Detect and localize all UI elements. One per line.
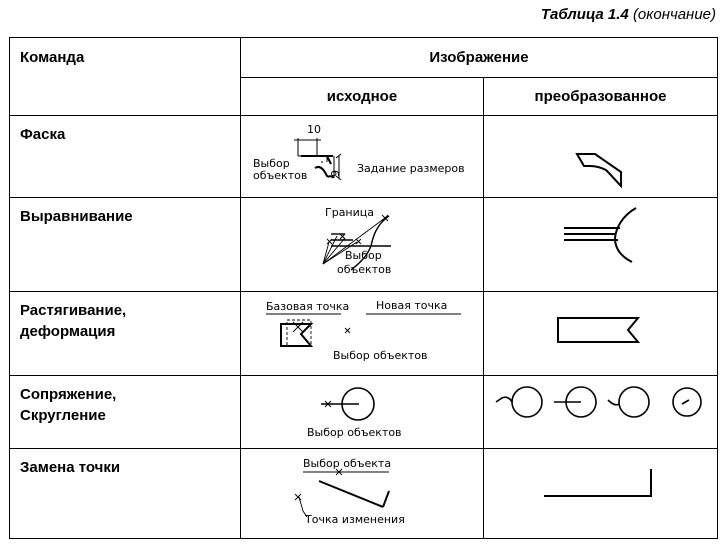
table-row: Растягивание, деформация Базовая точка Н… (9, 291, 718, 376)
source-image-replace: Выбор объекта Точка изменения (240, 448, 484, 539)
table-caption: Таблица 1.4 (окончание) (541, 6, 716, 23)
command-label: Замена точки (20, 459, 121, 476)
source-image-stretch: Базовая точка Новая точка Выбор объектов (240, 291, 484, 376)
result-image-stretch (483, 291, 718, 376)
dim-label: 10 (307, 123, 321, 136)
sizes-label: Задание размеров (357, 162, 465, 175)
header-command: Команда (9, 37, 241, 116)
result-image-chamfer (483, 115, 718, 198)
table-row: Замена точки Выбор объекта Точка изменен… (9, 448, 718, 539)
command-label-2: деформация (20, 323, 116, 340)
command-label-1: Растягивание, (20, 302, 127, 319)
dim2-label: 6 (328, 170, 341, 177)
command-label: Выравнивание (20, 208, 133, 225)
commands-table: Команда Изображение исходное преобразова… (9, 37, 718, 539)
table-row: Фаска 10 6 Выбор (9, 115, 718, 198)
source-image-chamfer: 10 6 Выбор объектов Задание размеров (240, 115, 484, 198)
command-align: Выравнивание (9, 197, 241, 292)
source-image-align: Граница Выбор объектов (240, 197, 484, 292)
change-label: Точка изменения (304, 513, 405, 526)
header-image: Изображение (240, 37, 718, 78)
select-label: Выбор объектов (333, 349, 428, 362)
result-image-fillet (483, 375, 718, 449)
select-label-1: Выбор (253, 157, 290, 170)
table-row: Выравнивание (9, 197, 718, 292)
command-stretch: Растягивание, деформация (9, 291, 241, 376)
boundary-label: Граница (325, 206, 374, 219)
caption-note: (окончание) (632, 6, 716, 23)
select-label: Выбор объекта (303, 457, 391, 470)
table-row: Сопряжение, Скругление Выбор объектов (9, 375, 718, 449)
command-label: Фаска (20, 126, 66, 143)
base-point-label: Базовая точка (266, 300, 349, 313)
result-image-replace (483, 448, 718, 539)
select-label-2: объектов (253, 169, 307, 182)
select-label: Выбор объектов (307, 426, 402, 439)
select-label-2: объектов (337, 263, 391, 276)
caption-title: Таблица 1.4 (540, 6, 629, 23)
result-image-align (483, 197, 718, 292)
command-chamfer: Фаска (9, 115, 241, 198)
command-label-2: Скругление (20, 407, 106, 424)
new-point-label: Новая точка (376, 299, 447, 312)
select-label-1: Выбор (345, 249, 382, 262)
header-source: исходное (240, 77, 484, 116)
command-replace-point: Замена точки (9, 448, 241, 539)
command-fillet: Сопряжение, Скругление (9, 375, 241, 449)
header-transformed: преобразованное (483, 77, 718, 116)
source-image-fillet: Выбор объектов (240, 375, 484, 449)
command-label-1: Сопряжение, (20, 386, 117, 403)
